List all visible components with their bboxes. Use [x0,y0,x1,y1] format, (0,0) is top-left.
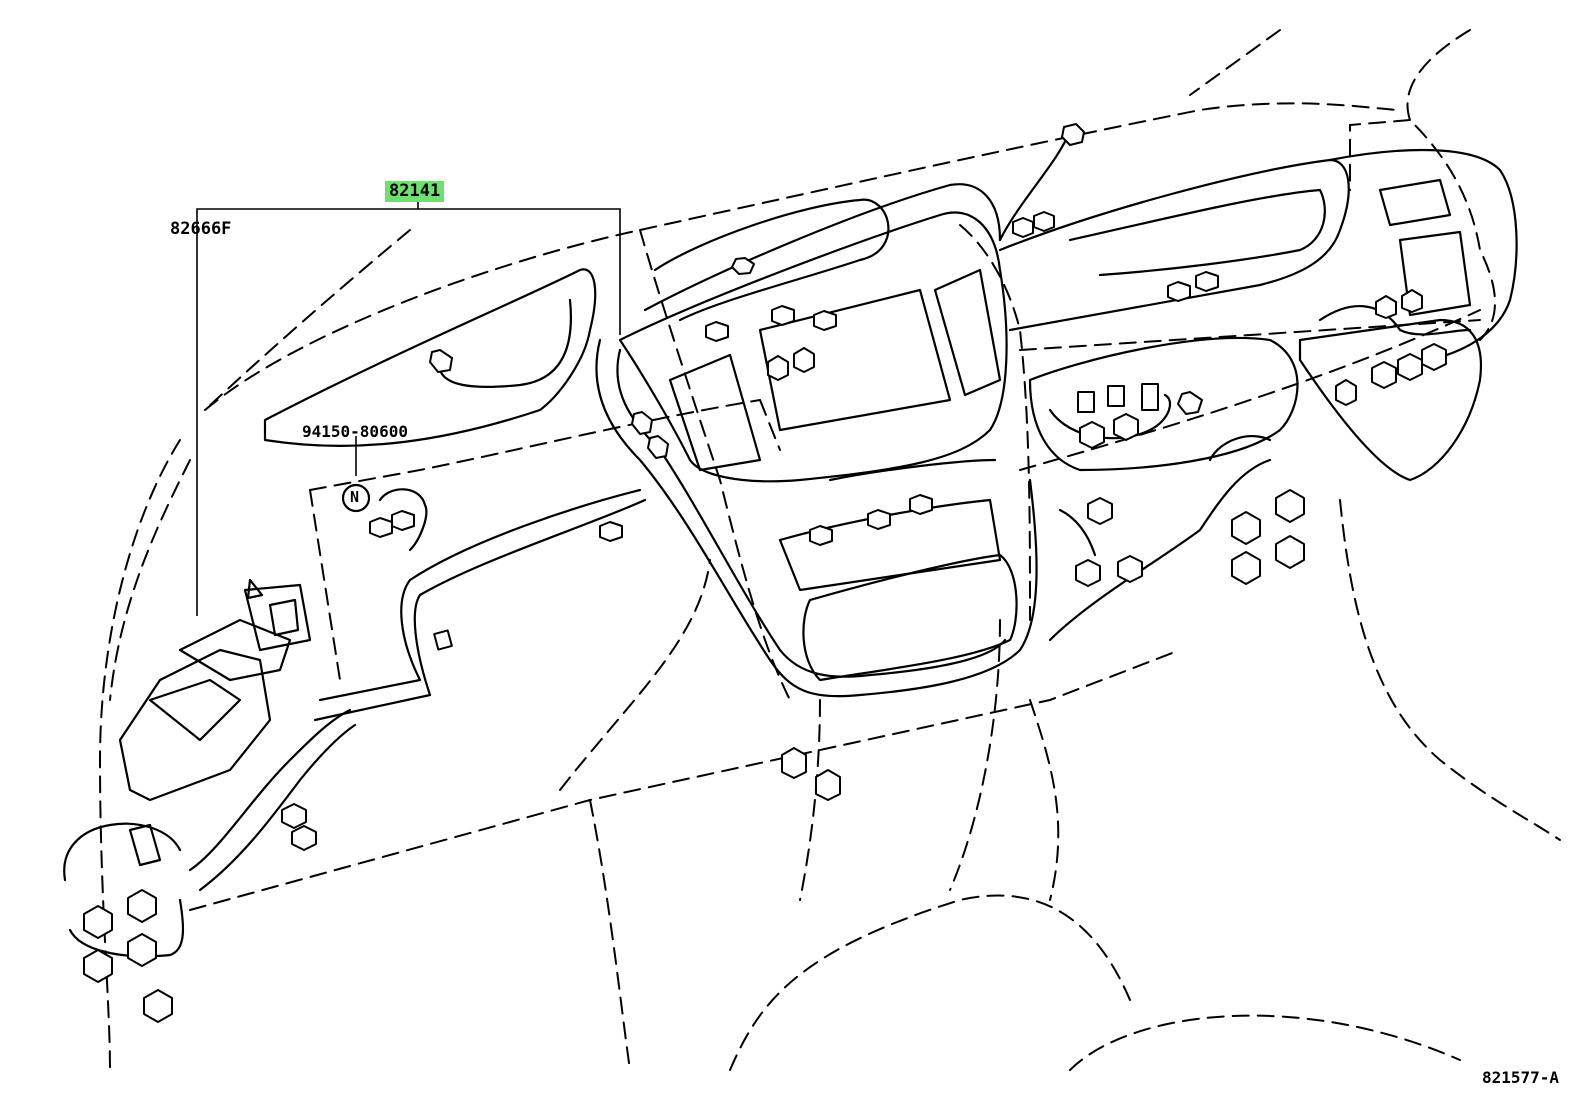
switch-assembly [63,578,312,958]
connectors [83,123,1447,1023]
nut-symbol-circle [341,483,371,513]
main-part-label[interactable]: 82141 [385,181,445,202]
nut-part-label[interactable]: 94150-80600 [302,422,408,441]
nut-symbol-letter: N [350,488,360,506]
figure-code-label: 821577-A [1482,1068,1560,1087]
side-part-label[interactable]: 82666F [170,219,232,239]
instrument-panel-outline [98,29,1561,1071]
callout-bracket [196,195,621,616]
dashboard-structure [188,128,1518,892]
